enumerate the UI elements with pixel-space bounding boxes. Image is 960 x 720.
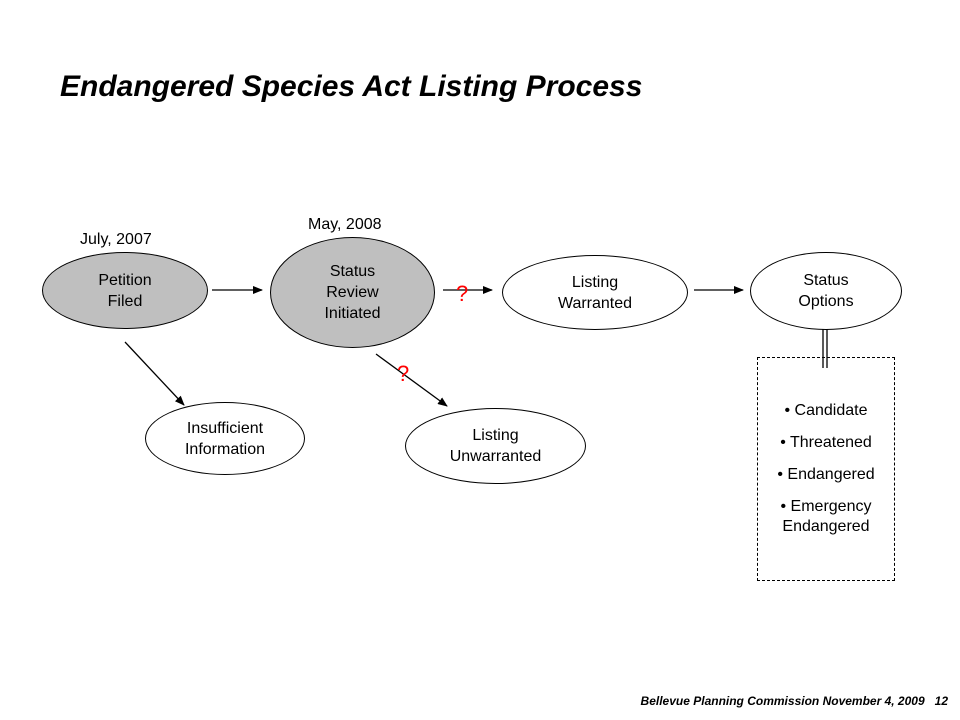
node-status-review-label: Status Review Initiated (324, 263, 381, 322)
node-status-review-initiated: Status Review Initiated (270, 237, 435, 348)
node-petition-filed-label: Petition Filed (98, 271, 152, 310)
footer: Bellevue Planning Commission November 4,… (641, 694, 948, 708)
arrow-petition-to-insufficient (124, 341, 185, 406)
date-review: May, 2008 (308, 216, 382, 233)
arrow-review-to-unwarranted (375, 353, 448, 407)
node-status-options-label: Status Options (798, 272, 854, 310)
option-endangered: • Endangered (777, 466, 875, 483)
option-threatened: • Threatened (780, 434, 872, 451)
footer-text: Bellevue Planning Commission November 4,… (640, 694, 925, 708)
node-listing-unwarranted-label: Listing Unwarranted (449, 427, 542, 465)
status-options-box: • Candidate • Threatened • Endangered • … (757, 357, 895, 581)
node-listing-warranted-label: Listing Warranted (557, 273, 633, 312)
page-title: Endangered Species Act Listing Process (60, 70, 643, 103)
page-number: 12 (934, 694, 948, 708)
question-mark-warranted: ? (456, 281, 469, 306)
option-emergency-endangered: • Emergency Endangered (780, 498, 872, 535)
node-insufficient-label: Insufficient Information (184, 419, 266, 458)
question-mark-unwarranted: ? (397, 361, 410, 386)
node-listing-warranted: Listing Warranted (502, 255, 688, 330)
status-options-list: • Candidate • Threatened • Endangered • … (777, 401, 874, 537)
node-listing-unwarranted: Listing Unwarranted (405, 408, 586, 484)
option-candidate: • Candidate (784, 402, 868, 419)
node-insufficient-information: Insufficient Information (145, 402, 305, 475)
node-petition-filed: Petition Filed (42, 252, 208, 329)
date-petition: July, 2007 (80, 231, 152, 248)
node-status-options: Status Options (750, 252, 902, 330)
